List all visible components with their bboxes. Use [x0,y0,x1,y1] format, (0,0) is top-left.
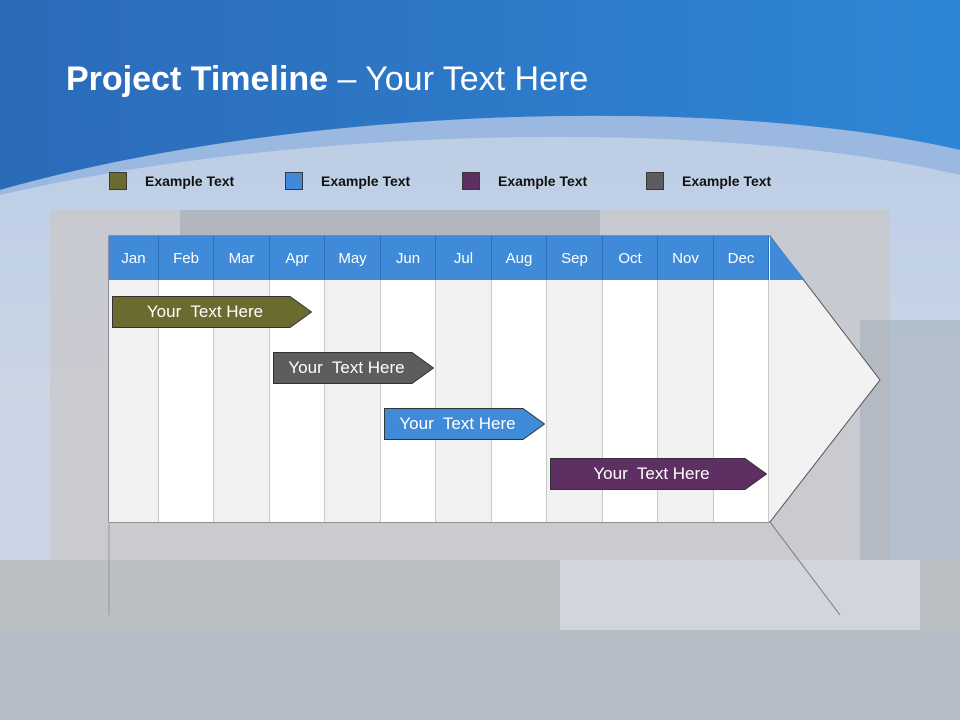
month-header-may: May [325,236,381,280]
title-bold: Project Timeline [66,60,329,98]
month-column [492,280,547,522]
task-bar-arrow [112,296,312,328]
slide-title: Project Timeline – Your Text Here [66,60,588,99]
task-bar-arrow [273,352,434,384]
month-header-sep: Sep [547,236,603,280]
month-header-apr: Apr [270,236,325,280]
task-bar-label: Your Text Here [288,358,405,377]
month-header-jan: Jan [109,236,159,280]
task-bar[interactable]: Your Text Here [112,296,312,328]
task-bar-label: Your Text Here [146,302,264,321]
legend-swatch [285,172,303,190]
legend-item-4: Example Text [646,170,771,192]
legend-label: Example Text [145,173,235,189]
month-header-oct: Oct [603,236,658,280]
legend-item-1: Example Text [109,170,234,192]
task-bar-arrow [550,458,767,490]
task-bar-label: Your Text Here [593,464,710,483]
task-bar[interactable]: Your Text Here [273,352,434,384]
legend-item-3: Example Text [462,170,587,192]
month-header-dec: Dec [714,236,769,280]
month-column [381,280,436,522]
month-header-jul: Jul [436,236,492,280]
task-bar-arrow [384,408,545,440]
legend-swatch [109,172,127,190]
task-bar[interactable]: Your Text Here [550,458,767,490]
driveway-image [560,560,920,630]
legend-label: Example Text [321,173,411,189]
legend-item-2: Example Text [285,170,410,192]
legend-swatch [646,172,664,190]
header-banner [0,0,960,195]
title-rest: – Your Text Here [328,60,589,98]
trees-image [860,320,960,560]
task-bar-label: Your Text Here [399,414,516,433]
road-image [0,630,960,720]
month-header-mar: Mar [214,236,270,280]
month-column [325,280,381,522]
month-column [436,280,492,522]
legend-swatch [462,172,480,190]
month-header-feb: Feb [159,236,214,280]
month-header-jun: Jun [381,236,436,280]
month-header-aug: Aug [492,236,547,280]
legend-label: Example Text [682,173,772,189]
legend-label: Example Text [498,173,588,189]
month-header-nov: Nov [658,236,714,280]
task-bar[interactable]: Your Text Here [384,408,545,440]
